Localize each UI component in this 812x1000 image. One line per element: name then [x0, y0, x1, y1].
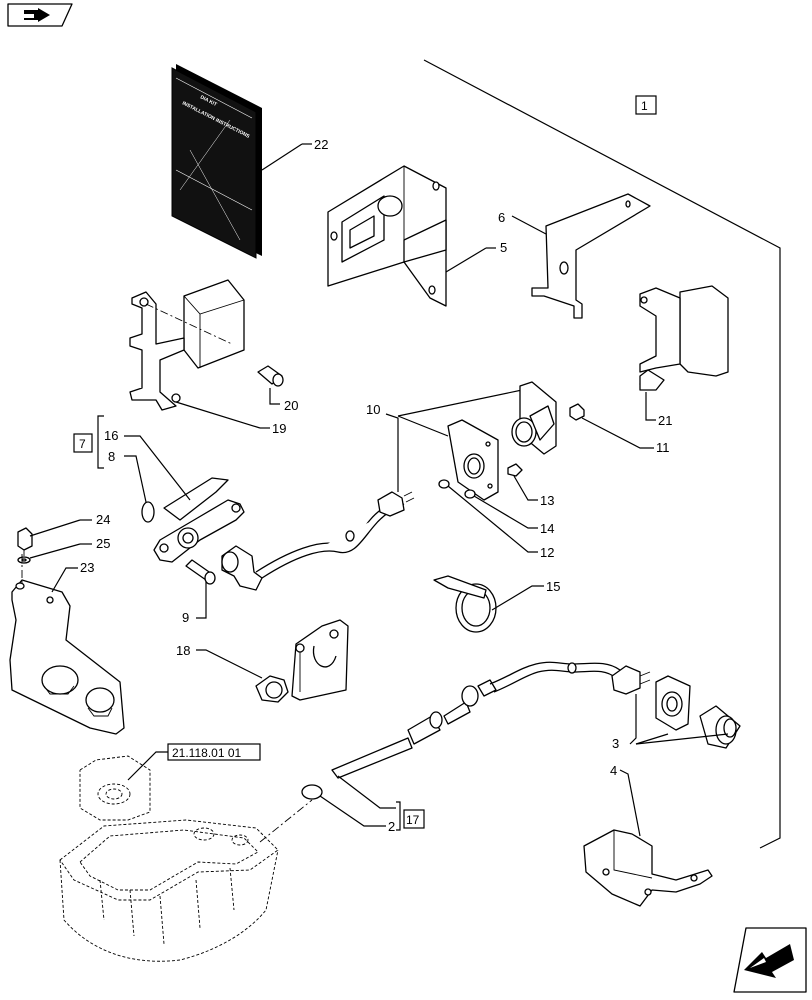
- socket-bracket-10: [447, 381, 557, 501]
- callout-20: 20: [284, 398, 298, 413]
- callout-17: 17: [406, 813, 420, 827]
- plate-23: [9, 579, 125, 735]
- callout-8: 8: [108, 449, 115, 464]
- sensor-flange-16: [153, 477, 245, 563]
- callout-box-1: [635, 95, 657, 115]
- callout-13: 13: [540, 493, 554, 508]
- callout-21: 21: [658, 413, 672, 428]
- o-ring-8: [141, 501, 155, 523]
- callout-5: 5: [500, 240, 507, 255]
- bolt-9: [185, 559, 216, 585]
- callout-3: 3: [612, 736, 619, 751]
- callout-22: 22: [314, 137, 328, 152]
- sensor-probe-17: [331, 661, 651, 779]
- reference-box: [167, 743, 261, 761]
- callout-24: 24: [96, 512, 110, 527]
- callout-1: 1: [641, 99, 648, 113]
- oil-pan-reference: [59, 755, 279, 962]
- cable-tie-15: [433, 575, 497, 633]
- nut-14: [464, 489, 476, 499]
- callout-9: 9: [182, 610, 189, 625]
- nut-12: [438, 479, 450, 489]
- connector-socket-3: [655, 675, 741, 749]
- bolt-20: [257, 365, 284, 387]
- screw-13: [507, 463, 523, 477]
- callout-16: 16: [104, 428, 118, 443]
- callout-11: 11: [656, 440, 670, 455]
- callout-7: 7: [79, 437, 86, 451]
- clamp-18: [255, 619, 349, 703]
- mounting-bracket-5: [327, 165, 447, 307]
- o-ring-2: [301, 784, 323, 800]
- next-arrow-icon[interactable]: [733, 927, 807, 993]
- mounting-bracket-4: [583, 829, 713, 907]
- callout-14: 14: [540, 521, 554, 536]
- screw-11: [569, 403, 585, 421]
- group-1-bracket: [423, 59, 781, 849]
- callout-25: 25: [96, 536, 110, 551]
- callout-box-7: [73, 433, 93, 453]
- back-arrow-icon[interactable]: [7, 3, 73, 27]
- callout-10: 10: [366, 402, 380, 417]
- callout-12: 12: [540, 545, 554, 560]
- wiring-harness: [221, 491, 415, 591]
- washer-25: [17, 556, 31, 564]
- callout-15: 15: [546, 579, 560, 594]
- mounting-bracket-6: [531, 193, 651, 319]
- callout-19: 19: [272, 421, 286, 436]
- callout-box-17: [403, 809, 425, 829]
- callout-6: 6: [498, 210, 505, 225]
- callout-2: 2: [388, 819, 395, 834]
- screw-24: [17, 527, 33, 556]
- reference-label: 21.118.01 01: [172, 746, 242, 760]
- callout-18: 18: [176, 643, 190, 658]
- callout-23: 23: [80, 560, 94, 575]
- callout-4: 4: [610, 763, 617, 778]
- module-19: [129, 279, 245, 411]
- instruction-booklet: DIA KIT INSTALLATION INSTRUCTIONS: [171, 64, 262, 259]
- cover-21: [639, 285, 729, 391]
